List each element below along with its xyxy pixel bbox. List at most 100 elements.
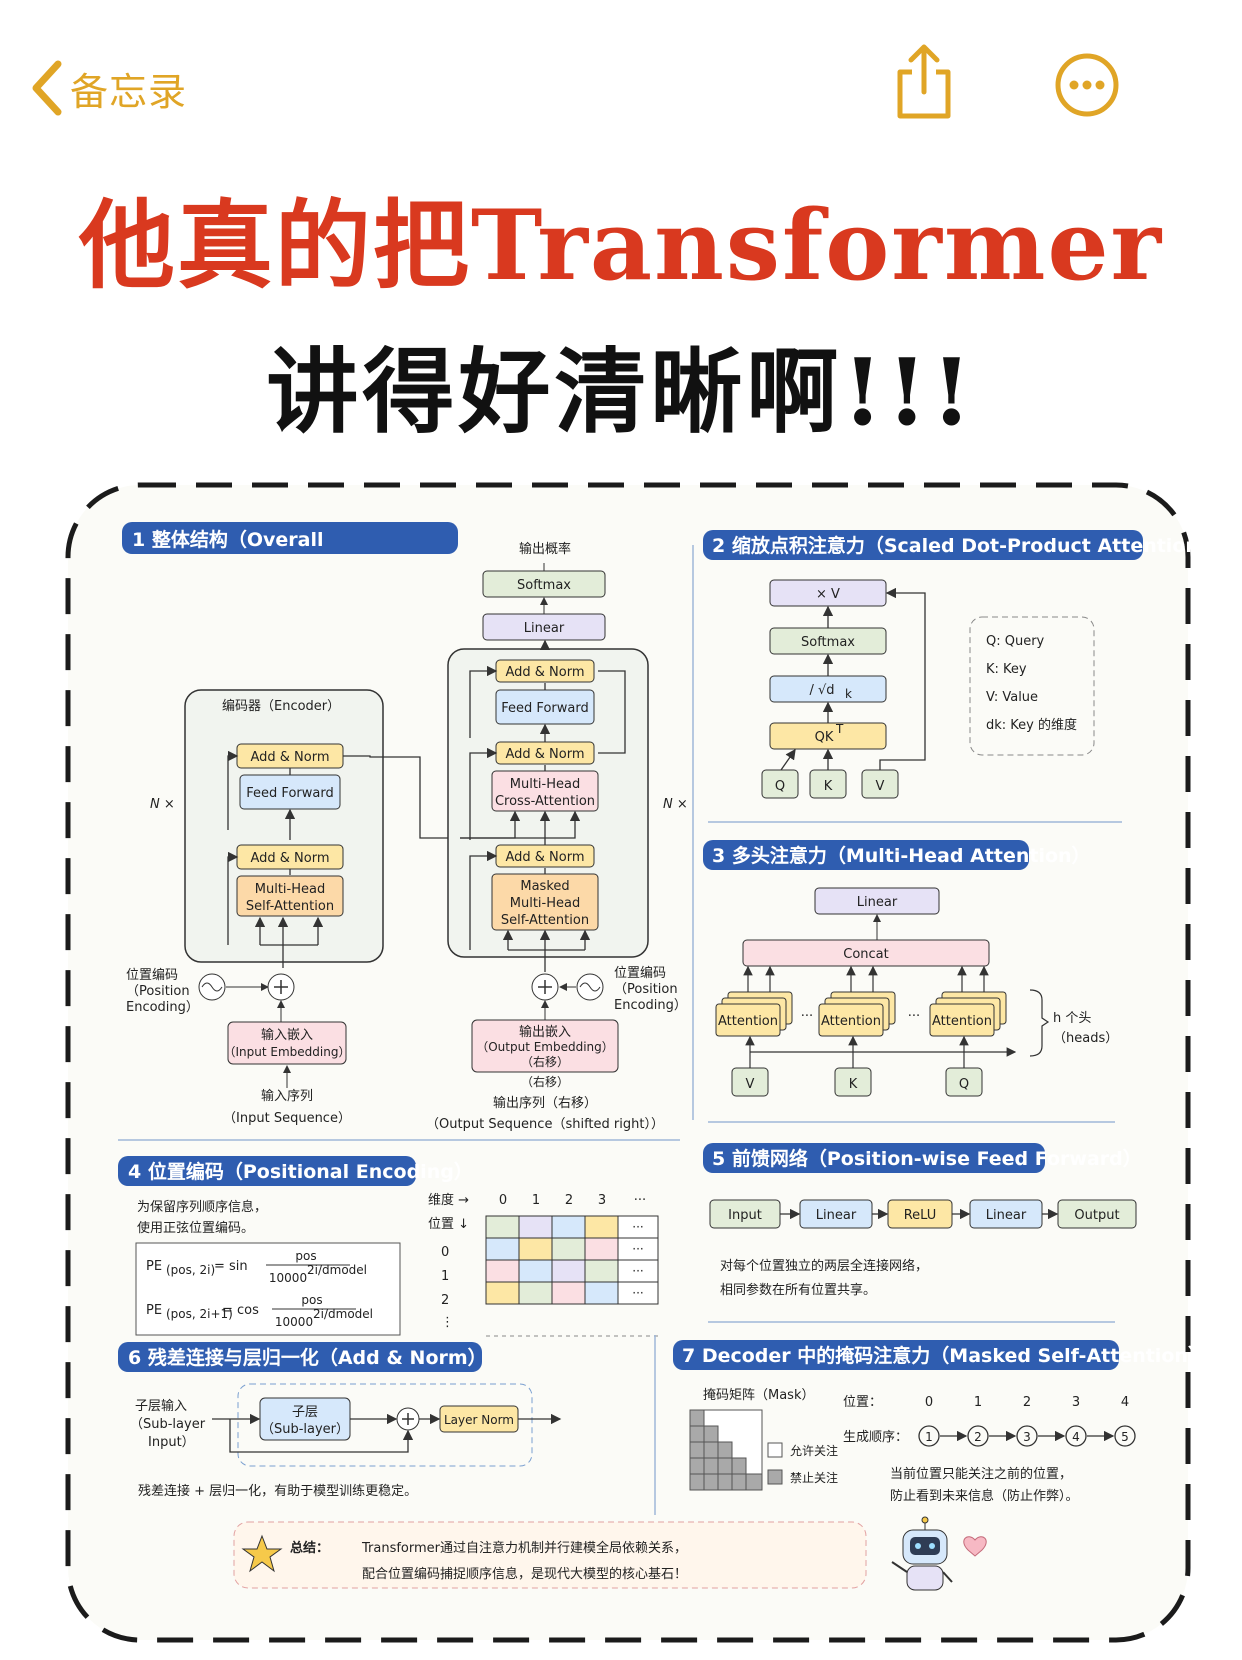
s7-pos-4: 4 bbox=[1121, 1395, 1129, 1410]
dec-add-norm-2-label: Add & Norm bbox=[505, 747, 584, 762]
s4-col-0: 0 bbox=[499, 1193, 507, 1208]
encoder-label: 编码器（Encoder） bbox=[222, 699, 340, 714]
s5-flow-0-label: Input bbox=[728, 1208, 762, 1223]
headline-line-1: 他真的把Transformer bbox=[78, 189, 1164, 302]
s6-in-line-1: 子层输入 bbox=[135, 1398, 187, 1414]
s7-step-0: 1 bbox=[925, 1430, 933, 1444]
s2-q-label: Q bbox=[775, 779, 785, 794]
section-2-header bbox=[703, 530, 1143, 560]
pe-right-line-3: Encoding） bbox=[614, 998, 687, 1013]
s4-formula-box bbox=[135, 1242, 401, 1336]
s7-allow-swatch bbox=[767, 1442, 783, 1458]
s5-flow-2-label: ReLU bbox=[904, 1208, 937, 1223]
s4-f1-exp: 2i/dmodel bbox=[307, 1263, 367, 1277]
back-button[interactable]: 备忘录 bbox=[28, 58, 187, 118]
in-seq-line-2: （Input Sequence） bbox=[223, 1111, 351, 1126]
star-icon bbox=[241, 1534, 283, 1573]
s4-cell-dots-2: ··· bbox=[632, 1264, 643, 1278]
s4-col-4: ··· bbox=[634, 1193, 646, 1208]
cross-line-2: Cross-Attention bbox=[495, 794, 595, 809]
s4-f2-sub: (pos, 2i+1) bbox=[166, 1307, 233, 1321]
s4-f2-num: pos bbox=[301, 1293, 322, 1307]
summary-line-2: 配合位置编码捕捉顺序信息，是现代大模型的核心基石！ bbox=[362, 1566, 687, 1582]
summary-box bbox=[233, 1521, 867, 1589]
section-4-title: 4 位置编码（Positional Encoding） bbox=[128, 1160, 473, 1183]
in-emb-line-2: （Input Embedding） bbox=[224, 1045, 351, 1059]
cross-line-1: Multi-Head bbox=[510, 777, 580, 792]
s4-col-1: 1 bbox=[532, 1193, 540, 1208]
s7-step-3: 4 bbox=[1072, 1430, 1080, 1444]
s7-step-4: 5 bbox=[1121, 1430, 1129, 1444]
summary: 总结： Transformer通过自注意力机制并行建模全局依赖关系， 配合位置编… bbox=[233, 1516, 987, 1591]
s2-v-box bbox=[861, 769, 899, 799]
share-button[interactable] bbox=[892, 42, 956, 126]
s3-v-box bbox=[731, 1067, 769, 1097]
s4-f1-num: pos bbox=[295, 1249, 316, 1263]
section-7-masked-attention: 7 Decoder 中的掩码注意力（Masked Self-Attention）… bbox=[673, 1340, 1207, 1504]
s7-pos-0: 0 bbox=[925, 1395, 933, 1410]
enc-attn-line-2: Self-Attention bbox=[246, 899, 334, 914]
out-emb-line-4: （右移） bbox=[521, 1074, 569, 1089]
s2-legend-3: dk: Key 的维度 bbox=[986, 717, 1077, 733]
s3-concat bbox=[742, 939, 990, 967]
s6-dashed-group bbox=[237, 1383, 533, 1467]
s4-cell-dots-0: ··· bbox=[632, 1220, 643, 1234]
pe-left-line-2: （Position bbox=[126, 984, 190, 999]
dec-softmax-label: Softmax bbox=[517, 578, 571, 593]
s4-row-1: 1 bbox=[441, 1269, 449, 1284]
s4-dim-label: 维度 → bbox=[428, 1192, 469, 1208]
out-emb-line-2: （Output Embedding） bbox=[476, 1040, 614, 1054]
enc-self-attention bbox=[236, 875, 344, 917]
decoder-nx: N × bbox=[663, 797, 688, 812]
s3-concat-label: Concat bbox=[843, 947, 888, 962]
s2-legend-box bbox=[969, 616, 1095, 756]
s2-legend-2: V: Value bbox=[986, 690, 1038, 705]
section-1-overall: 1 整体结构（Overall 编码器（Encoder） N × Add & No… bbox=[122, 522, 688, 1132]
s7-pos-3: 3 bbox=[1072, 1395, 1080, 1410]
out-seq-line-1: 输出序列（右移） bbox=[493, 1095, 597, 1111]
s2-softmax-label: Softmax bbox=[801, 635, 855, 650]
section-4-header bbox=[118, 1156, 416, 1186]
s4-col-3: 3 bbox=[598, 1193, 606, 1208]
s4-f2-exp: 2i/dmodel bbox=[313, 1307, 373, 1321]
s6-sub-line-2: （Sub-layer） bbox=[261, 1422, 349, 1437]
input-embedding bbox=[227, 1021, 347, 1065]
s2-scale-sub: k bbox=[845, 687, 852, 701]
more-button[interactable] bbox=[1054, 52, 1120, 122]
heart-icon bbox=[963, 1536, 987, 1557]
s7-pos-label: 位置： bbox=[843, 1395, 882, 1410]
s4-f1-fn: = sin bbox=[214, 1259, 248, 1274]
s2-scale-label: / √d bbox=[809, 683, 834, 698]
dec-linear-label: Linear bbox=[524, 621, 565, 636]
section-6-title: 6 残差连接与层归一化（Add & Norm） bbox=[128, 1346, 487, 1369]
section-3-title: 3 多头注意力（Multi-Head Attention） bbox=[712, 844, 1091, 867]
s3-attention-2: Attention bbox=[821, 1014, 881, 1029]
s5-flow-3-label: Linear bbox=[986, 1208, 1027, 1223]
masked-line-1: Masked bbox=[520, 879, 569, 894]
dec-feed-forward-label: Feed Forward bbox=[501, 701, 588, 716]
chevron-left-icon bbox=[32, 60, 62, 116]
s2-qk-sup: T bbox=[835, 722, 844, 736]
robot-icon bbox=[891, 1516, 953, 1591]
pe-left-line-1: 位置编码 bbox=[126, 968, 178, 983]
s7-mask-label: 掩码矩阵（Mask） bbox=[703, 1388, 814, 1403]
section-7-header bbox=[673, 1340, 1119, 1370]
s3-linear-label: Linear bbox=[857, 895, 898, 910]
back-label: 备忘录 bbox=[70, 69, 188, 114]
output-prob-label: 输出概率 bbox=[519, 541, 571, 557]
dec-add-norm-1-label: Add & Norm bbox=[505, 665, 584, 680]
enc-attn-line-1: Multi-Head bbox=[255, 882, 325, 897]
section-6-header bbox=[118, 1342, 482, 1372]
share-icon bbox=[897, 44, 951, 119]
s3-k-box bbox=[834, 1067, 872, 1097]
s4-desc-1: 为保留序列顺序信息， bbox=[137, 1199, 267, 1215]
s4-f1-lhs: PE bbox=[146, 1259, 162, 1274]
s2-q-box bbox=[761, 769, 799, 799]
masked-line-2: Multi-Head bbox=[510, 896, 580, 911]
pe-right-line-1: 位置编码 bbox=[614, 966, 666, 981]
section-5-header bbox=[703, 1143, 1045, 1173]
s7-mask-matrix bbox=[689, 1409, 763, 1491]
s4-col-2: 2 bbox=[565, 1193, 573, 1208]
s4-row-0: 0 bbox=[441, 1245, 449, 1260]
s3-v-label: V bbox=[746, 1077, 755, 1092]
